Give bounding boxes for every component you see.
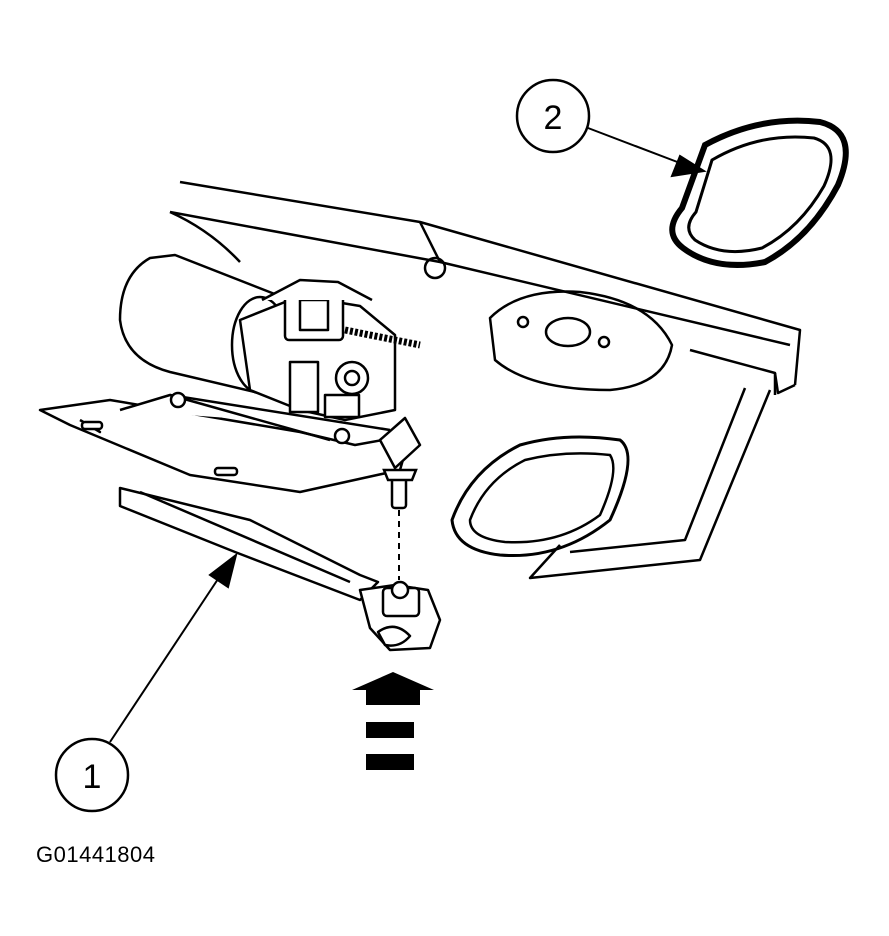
callout-1-circle bbox=[54, 737, 130, 813]
callout-1: 1 bbox=[54, 737, 130, 813]
stud-fastener bbox=[382, 468, 418, 580]
callout-2: 2 bbox=[515, 78, 591, 154]
mounting-bracket bbox=[38, 391, 422, 494]
seal-gasket bbox=[669, 117, 849, 268]
callout-2-label: 2 bbox=[544, 99, 563, 137]
callout-1-label: 1 bbox=[83, 758, 102, 796]
actuator-motor bbox=[118, 253, 421, 422]
callout-2-circle bbox=[515, 78, 591, 154]
floor-panel bbox=[169, 180, 802, 580]
cable-assembly bbox=[118, 486, 442, 652]
figure-id: G01441804 bbox=[36, 842, 156, 867]
leader-lines bbox=[109, 127, 707, 743]
direction-arrow-icon bbox=[352, 672, 434, 770]
